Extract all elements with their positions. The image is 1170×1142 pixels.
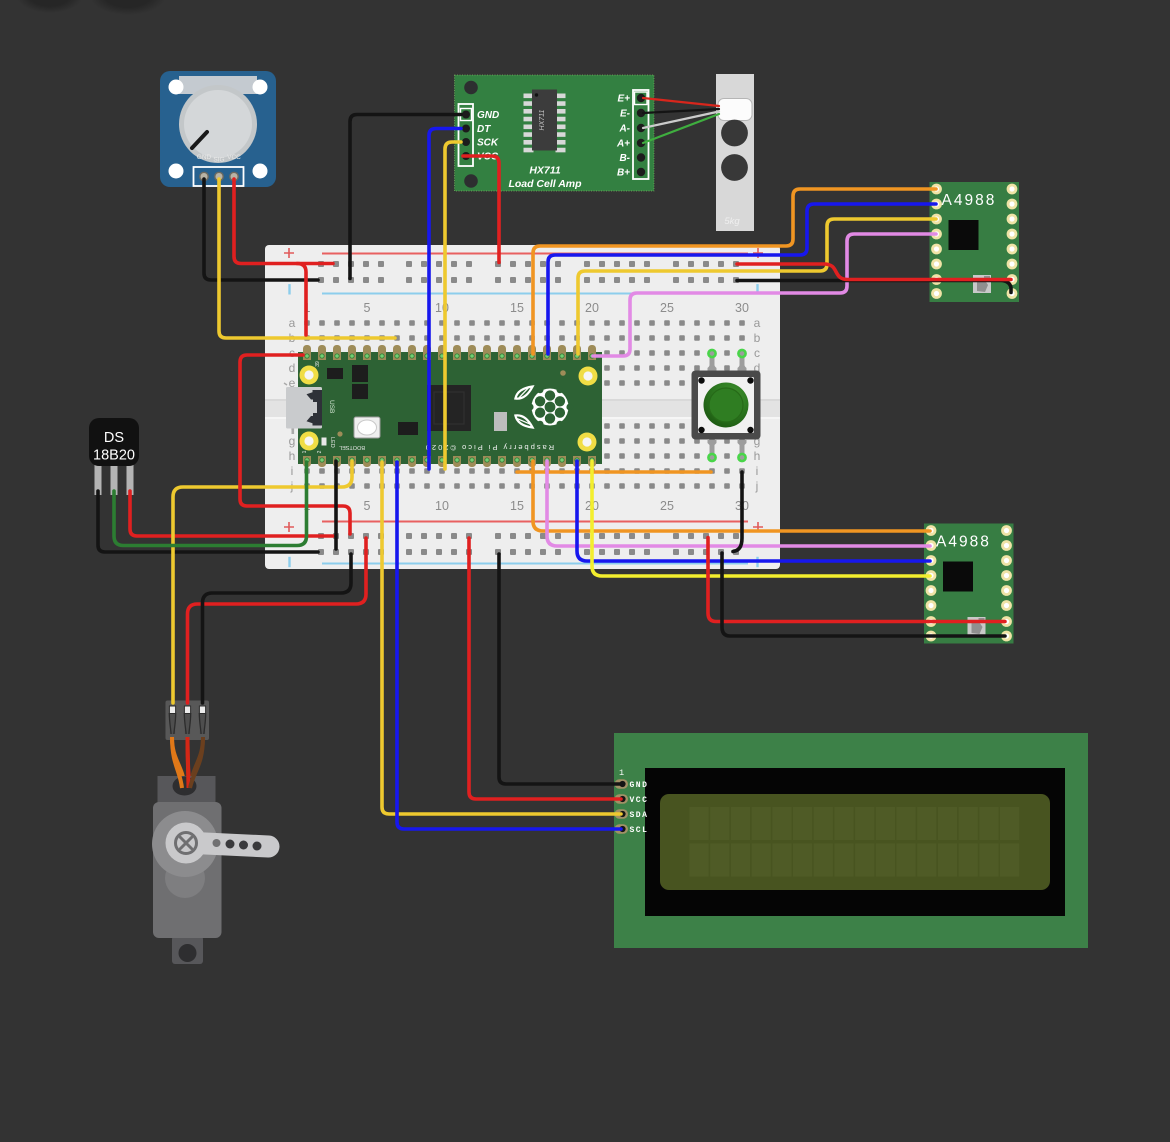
svg-text:Load Cell Amp: Load Cell Amp (508, 178, 582, 190)
svg-text:A4988: A4988 (942, 192, 997, 209)
svg-text:39: 39 (315, 361, 321, 367)
svg-text:30: 30 (735, 301, 749, 315)
svg-text:USB: USB (328, 400, 335, 413)
svg-text:10: 10 (435, 301, 449, 315)
svg-text:h: h (289, 449, 296, 463)
svg-text:18B20: 18B20 (93, 448, 135, 464)
svg-text:a: a (289, 316, 296, 330)
svg-text:E+: E+ (617, 94, 630, 105)
svg-text:VCC: VCC (227, 154, 241, 161)
svg-text:GND: GND (630, 781, 649, 790)
svg-text:2: 2 (317, 450, 323, 453)
svg-text:E-: E- (620, 109, 631, 120)
svg-text:GND: GND (197, 154, 212, 161)
svg-text:SCL: SCL (630, 826, 649, 835)
svg-text:d: d (289, 361, 296, 375)
svg-text:10: 10 (435, 499, 449, 513)
svg-text:5: 5 (364, 499, 371, 513)
svg-text:DT: DT (477, 124, 491, 135)
svg-text:i: i (756, 464, 759, 478)
svg-text:B-: B- (619, 153, 630, 164)
svg-text:Raspberry Pi Pico ©2020: Raspberry Pi Pico ©2020 (424, 443, 554, 452)
svg-text:GND: GND (477, 110, 499, 121)
svg-text:c: c (754, 346, 760, 360)
svg-text:15: 15 (510, 499, 524, 513)
svg-text:A+: A+ (616, 139, 630, 150)
svg-text:1: 1 (619, 768, 624, 778)
svg-text:d: d (754, 361, 761, 375)
svg-text:1: 1 (302, 450, 308, 453)
svg-text:5: 5 (364, 301, 371, 315)
svg-text:i: i (291, 464, 294, 478)
svg-text:A-: A- (618, 124, 630, 135)
svg-text:SCK: SCK (477, 138, 499, 149)
svg-text:c: c (289, 346, 295, 360)
svg-text:5kg: 5kg (724, 216, 740, 227)
svg-text:g: g (289, 434, 296, 448)
svg-text:h: h (754, 449, 761, 463)
svg-text:VCC: VCC (630, 796, 649, 805)
svg-text:DS: DS (104, 430, 124, 446)
svg-text:HX711: HX711 (539, 109, 546, 130)
svg-text:HX711: HX711 (529, 165, 560, 177)
svg-text:A4988: A4988 (936, 534, 991, 551)
svg-text:25: 25 (660, 499, 674, 513)
svg-text:SDA: SDA (630, 811, 649, 820)
svg-text:LED: LED (329, 437, 335, 448)
svg-text:e: e (289, 376, 296, 390)
svg-text:j: j (755, 479, 759, 493)
svg-text:25: 25 (660, 301, 674, 315)
svg-text:15: 15 (510, 301, 524, 315)
svg-text:BOOTSEL: BOOTSEL (339, 444, 365, 450)
svg-text:a: a (754, 316, 761, 330)
svg-text:SIG: SIG (213, 157, 224, 164)
svg-text:b: b (754, 331, 761, 345)
svg-text:g: g (754, 434, 761, 448)
svg-text:20: 20 (585, 301, 599, 315)
svg-text:B+: B+ (617, 168, 630, 179)
